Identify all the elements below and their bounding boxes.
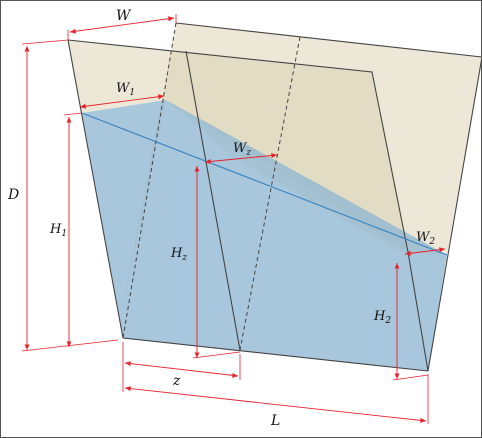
label-l: L	[270, 413, 280, 429]
z-dimension	[124, 361, 239, 378]
back-left-hidden-edge	[122, 22, 177, 339]
bottom-edge	[122, 337, 429, 372]
label-w1: W1	[116, 81, 135, 98]
label-h2: H2	[373, 309, 391, 326]
label-w2: W2	[416, 230, 435, 247]
d-ext-top	[21, 39, 69, 45]
label-hz: Hz	[170, 246, 187, 263]
front-top-outline	[67, 39, 409, 253]
hz-ext-bottom	[192, 351, 241, 359]
label-h1: H1	[49, 222, 67, 239]
l-dimension	[124, 386, 427, 423]
w-dimension	[69, 16, 175, 34]
label-w: W	[116, 8, 132, 24]
middle-slice-front	[185, 50, 241, 351]
front-left-edge	[67, 39, 124, 339]
label-z: z	[172, 373, 181, 389]
water-surface-line	[81, 112, 448, 256]
h1-ext-top	[63, 112, 83, 116]
back-outline	[175, 22, 482, 372]
front-plane-upper	[68, 40, 408, 252]
front-right-edge	[407, 251, 429, 372]
w2-dimension	[404, 247, 446, 256]
h2-ext-bottom	[392, 374, 429, 381]
label-wz: Wz	[233, 141, 251, 158]
water-body	[82, 100, 447, 371]
w1-dimension	[79, 94, 165, 109]
wz-dimension	[204, 153, 278, 164]
label-d: D	[7, 187, 19, 203]
